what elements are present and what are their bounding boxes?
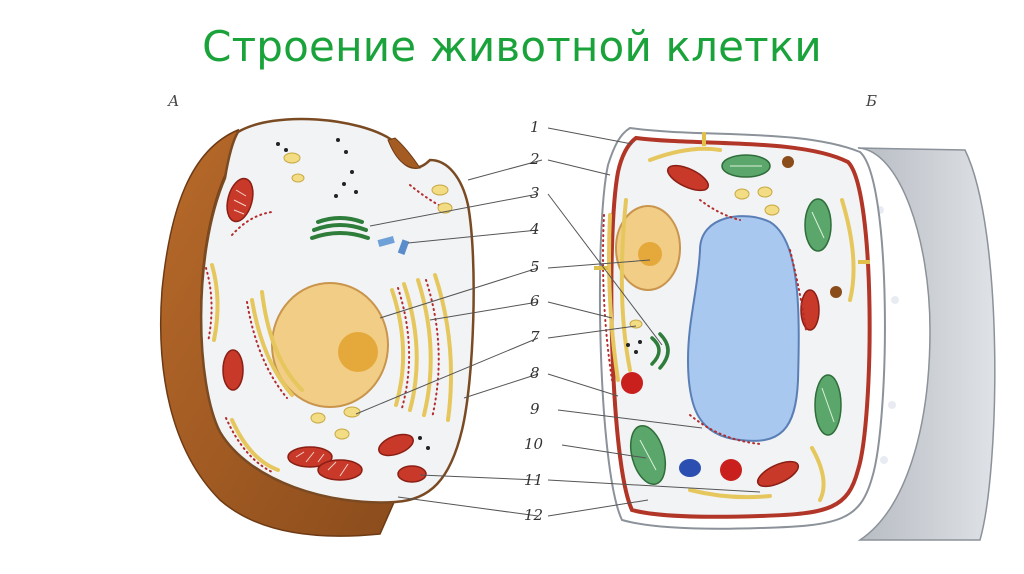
plant-red-granule [621, 372, 643, 394]
label-9: 9 [530, 400, 540, 418]
plant-cell [594, 126, 996, 541]
plant-ribosomes [602, 199, 807, 445]
plant-golgi [650, 332, 670, 370]
animal-cell-notch [387, 137, 421, 169]
leader-lines [355, 127, 761, 517]
animal-golgi [310, 216, 370, 240]
label-11: 11 [524, 471, 543, 489]
plant-neighbour-wall [857, 147, 996, 541]
animal-mito-cristae [233, 189, 349, 477]
plant-dots [626, 340, 642, 354]
panel-label-a: А [167, 92, 179, 110]
label-2: 2 [529, 150, 540, 168]
animal-mitochondria [222, 177, 427, 483]
label-8: 8 [530, 364, 540, 382]
animal-cell [159, 117, 475, 537]
animal-granules [276, 138, 430, 450]
plant-plasmodesmata [594, 132, 870, 270]
panel-label-b: Б [865, 92, 877, 110]
label-10: 10 [524, 435, 544, 453]
slide-title: Строение животной клетки [202, 22, 822, 71]
label-7: 7 [530, 328, 540, 346]
plant-blue-granule [679, 459, 701, 477]
plant-vesicles [629, 186, 780, 329]
label-4: 4 [529, 220, 540, 238]
plant-wall-pits [876, 206, 899, 464]
plant-nucleolus [638, 242, 662, 266]
animal-nucleus [271, 282, 389, 408]
plant-red-granule [720, 459, 742, 481]
label-6: 6 [530, 292, 540, 310]
animal-nucleolus [338, 332, 378, 372]
label-1: 1 [530, 118, 540, 136]
plant-mitochondria [666, 164, 820, 488]
animal-vesicles [283, 152, 453, 440]
plant-chloroplast-grana [639, 165, 835, 471]
animal-centriole [397, 239, 410, 255]
animal-rough-er [210, 263, 454, 472]
plant-brown-granule [830, 286, 842, 298]
label-12: 12 [524, 506, 543, 524]
animal-centriole [377, 236, 395, 247]
plant-vacuole [686, 215, 800, 442]
label-3: 3 [530, 184, 540, 202]
label-5: 5 [530, 258, 540, 276]
animal-ribosomes [205, 184, 449, 473]
plant-brown-granule [782, 156, 794, 168]
